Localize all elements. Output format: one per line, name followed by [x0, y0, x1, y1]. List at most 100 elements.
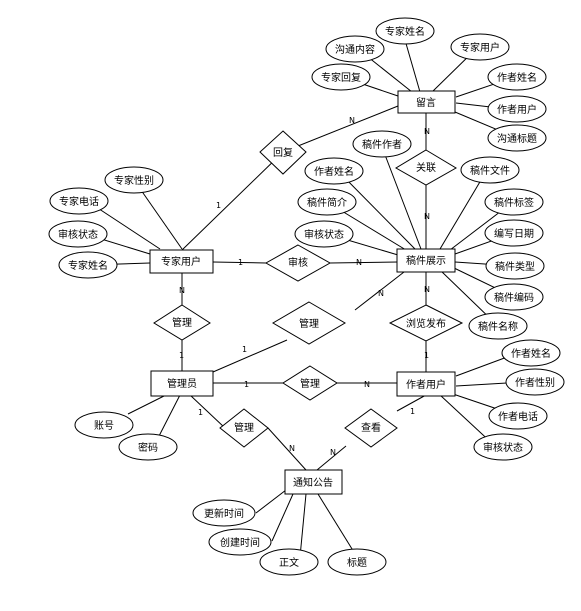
- entity-admin: 管理员: [150, 370, 214, 397]
- cardinality-chakan-notice: N: [330, 448, 336, 457]
- cardinality-marks: N 1 N N 1 N N 1 1 N N 1 1 N 1 N 1 N: [179, 116, 430, 457]
- svg-text:作者姓名: 作者姓名: [511, 347, 551, 360]
- svg-text:作者姓名: 作者姓名: [314, 165, 354, 178]
- attr-liuyan-title: 沟通标题: [487, 124, 547, 152]
- svg-text:专家姓名: 专家姓名: [385, 25, 425, 38]
- attr-notice-title: 标题: [327, 548, 387, 576]
- svg-text:管理: 管理: [234, 421, 254, 434]
- svg-text:浏览发布: 浏览发布: [406, 317, 446, 330]
- attr-works-author-name: 作者姓名: [304, 157, 364, 185]
- cardinality-liuyan-huifu: N: [349, 116, 355, 125]
- attr-liuyan-author-name: 作者姓名: [487, 63, 547, 91]
- svg-text:专家回复: 专家回复: [321, 71, 361, 84]
- cardinality-liuyan-guanlian: N: [424, 127, 430, 136]
- svg-text:作者用户: 作者用户: [497, 103, 537, 116]
- attr-works-date: 编写日期: [484, 219, 544, 247]
- entity-liuyan: 留言: [397, 90, 456, 114]
- attr-liuyan-author-user: 作者用户: [487, 95, 547, 123]
- attr-author-phone: 作者电话: [488, 402, 548, 430]
- svg-text:稿件名称: 稿件名称: [478, 320, 518, 333]
- svg-text:稿件简介: 稿件简介: [307, 196, 347, 209]
- svg-text:专家电话: 专家电话: [59, 195, 99, 208]
- attr-author-gender: 作者性别: [505, 368, 565, 396]
- svg-text:稿件类型: 稿件类型: [495, 260, 535, 273]
- relationship-guanli-admin-author: 管理: [282, 365, 338, 401]
- relationship-guanli-admin-notice: 管理: [219, 408, 269, 448]
- attr-admin-account: 账号: [74, 411, 134, 439]
- attr-notice-update-time: 更新时间: [192, 499, 256, 527]
- svg-text:管理: 管理: [172, 316, 192, 329]
- svg-text:专家姓名: 专家姓名: [68, 259, 108, 272]
- relationship-huifu: 回复: [259, 130, 307, 175]
- svg-text:账号: 账号: [94, 420, 114, 432]
- svg-text:稿件作者: 稿件作者: [362, 138, 402, 151]
- svg-text:作者姓名: 作者姓名: [497, 71, 537, 84]
- cardinality-guanli-admin: 1: [179, 351, 184, 360]
- attr-notice-create-time: 创建时间: [208, 528, 272, 556]
- attr-expert-name: 专家姓名: [58, 251, 118, 279]
- cardinality-works-liulan: N: [424, 285, 430, 294]
- svg-text:标题: 标题: [347, 557, 367, 569]
- attr-works-tag: 稿件标签: [484, 188, 544, 216]
- attr-works-file: 稿件文件: [460, 156, 520, 184]
- cardinality-admin-guanli-author: 1: [244, 380, 249, 389]
- cardinality-huifu-expert: 1: [216, 201, 221, 210]
- svg-text:管理员: 管理员: [167, 377, 197, 390]
- svg-text:审核状态: 审核状态: [304, 228, 344, 241]
- attr-liuyan-expert-user: 专家用户: [450, 33, 510, 61]
- attr-expert-phone: 专家电话: [49, 187, 109, 215]
- attr-liuyan-expert-name: 专家姓名: [375, 17, 435, 45]
- attr-works-type: 稿件类型: [485, 252, 545, 280]
- attr-liuyan-content: 沟通内容: [325, 35, 385, 63]
- svg-text:稿件文件: 稿件文件: [470, 164, 510, 177]
- svg-text:留言: 留言: [416, 96, 436, 109]
- svg-text:审核状态: 审核状态: [483, 441, 523, 454]
- svg-text:回复: 回复: [273, 146, 293, 159]
- cardinality-author-chakan: 1: [410, 407, 415, 416]
- svg-text:正文: 正文: [279, 556, 299, 569]
- relationship-liulan-fabu: 浏览发布: [388, 304, 464, 342]
- entity-notice: 通知公告: [284, 469, 343, 495]
- svg-text:密码: 密码: [138, 441, 158, 454]
- attr-works-intro: 稿件简介: [297, 188, 357, 216]
- entity-author-user: 作者用户: [396, 371, 456, 397]
- svg-text:更新时间: 更新时间: [204, 507, 244, 520]
- svg-text:稿件展示: 稿件展示: [406, 254, 446, 267]
- attr-works-author: 稿件作者: [352, 130, 412, 158]
- svg-text:专家用户: 专家用户: [161, 255, 201, 268]
- attr-liuyan-expert-reply: 专家回复: [311, 63, 371, 91]
- cardinality-admin-guanli-notice: 1: [198, 408, 203, 417]
- svg-text:沟通内容: 沟通内容: [335, 43, 375, 56]
- relationship-chakan: 查看: [344, 408, 398, 448]
- attr-author-status: 审核状态: [473, 433, 533, 461]
- attr-admin-password: 密码: [118, 433, 178, 461]
- svg-text:稿件标签: 稿件标签: [494, 196, 534, 209]
- attr-expert-gender: 专家性别: [104, 166, 164, 194]
- attr-notice-body: 正文: [259, 548, 319, 576]
- svg-text:管理: 管理: [299, 317, 319, 330]
- relationship-guanli-expert-admin: 管理: [153, 304, 211, 341]
- cardinality-liulan-author: 1: [424, 351, 429, 360]
- attr-works-name: 稿件名称: [468, 312, 528, 340]
- svg-text:作者性别: 作者性别: [515, 376, 555, 389]
- cardinality-expert-shenhe: 1: [238, 258, 243, 267]
- svg-text:编写日期: 编写日期: [494, 227, 534, 240]
- svg-text:查看: 查看: [361, 421, 381, 434]
- cardinality-guanlian-works: N: [424, 212, 430, 221]
- attr-works-status: 审核状态: [294, 220, 354, 248]
- svg-text:关联: 关联: [416, 161, 436, 174]
- cardinality-admin-guanli: 1: [242, 345, 247, 354]
- entity-expert-user: 专家用户: [149, 249, 214, 274]
- cardinality-guanli-works: N: [378, 289, 384, 298]
- cardinality-expert-guanli: N: [179, 286, 185, 295]
- cardinality-shenhe-works: N: [356, 258, 362, 267]
- svg-text:审核: 审核: [288, 256, 308, 269]
- svg-text:通知公告: 通知公告: [293, 476, 333, 489]
- svg-text:作者电话: 作者电话: [498, 410, 538, 423]
- svg-text:创建时间: 创建时间: [220, 536, 260, 549]
- entity-works-display: 稿件展示: [396, 248, 456, 273]
- relationship-shenhe: 审核: [264, 244, 332, 282]
- svg-text:专家用户: 专家用户: [460, 41, 500, 54]
- svg-text:沟通标题: 沟通标题: [497, 132, 537, 145]
